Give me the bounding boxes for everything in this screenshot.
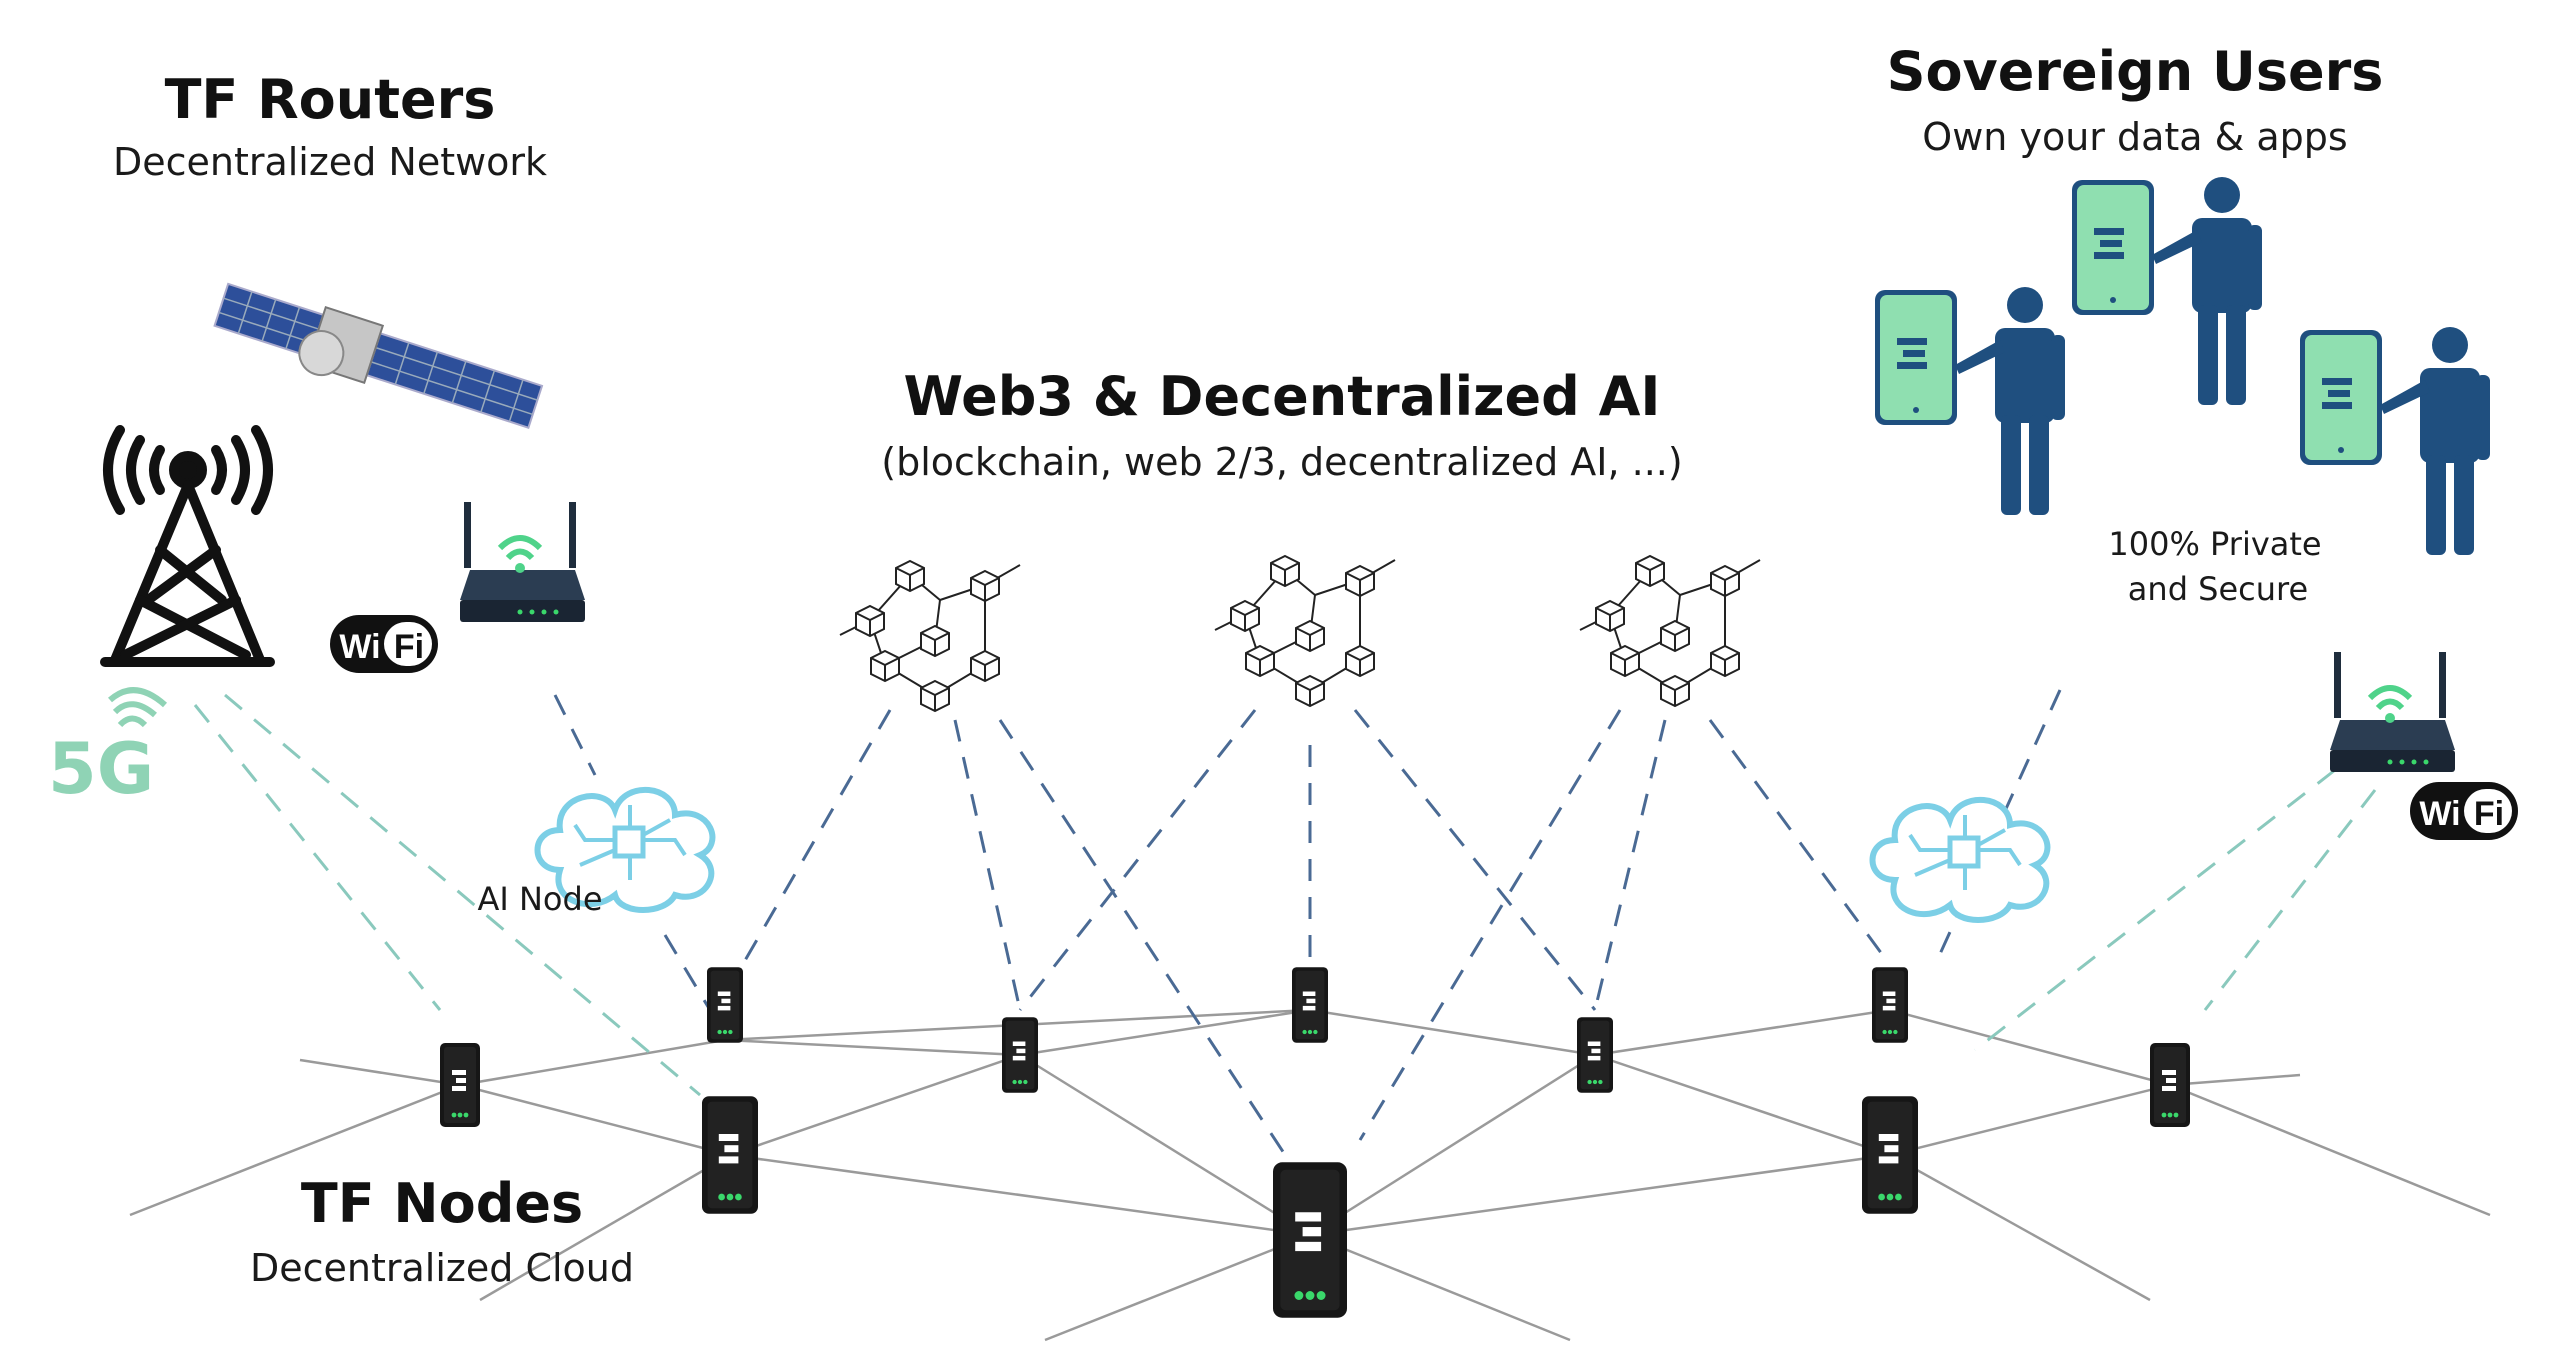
routers-subtitle: Decentralized Network: [112, 140, 548, 184]
wifi-badge-icon: Wi Fi: [330, 615, 438, 673]
user-with-phone-icon: [1875, 287, 2065, 515]
ai-brain-icon: [1873, 800, 2048, 920]
dashed-connections-blue: [553, 689, 2062, 1171]
web3-subtitle: (blockchain, web 2/3, decentralized AI, …: [881, 440, 1683, 484]
blockchain-icon: [840, 561, 1020, 711]
users-title: Sovereign Users: [1886, 40, 2384, 103]
tf-node: [1872, 967, 1908, 1043]
blockchain-icon: [1580, 556, 1760, 706]
satellite-icon: [213, 282, 544, 429]
tf-node: [1292, 967, 1328, 1043]
private-label-line1: 100% Private: [2108, 525, 2322, 563]
user-with-phone-icon: [2300, 327, 2490, 555]
private-label-line2: and Secure: [2127, 570, 2309, 608]
svg-text:Wi: Wi: [339, 628, 380, 666]
web3-title: Web3 & Decentralized AI: [903, 365, 1661, 428]
tf-node: [1862, 1096, 1918, 1214]
router-icon: [2330, 652, 2455, 772]
5g-signal-icon: [108, 687, 168, 728]
tf-node: [2150, 1043, 2190, 1127]
blockchain-icon: [1215, 556, 1395, 706]
svg-text:Fi: Fi: [394, 628, 424, 666]
5g-label: 5G: [48, 728, 155, 810]
nodes-title: TF Nodes: [300, 1172, 584, 1235]
dashed-connections-teal: [193, 693, 2377, 1097]
svg-text:Wi: Wi: [2419, 795, 2460, 833]
tf-node: [1273, 1162, 1347, 1318]
tf-node: [707, 967, 743, 1043]
ai-node-label: AI Node: [477, 880, 603, 918]
tf-node: [440, 1043, 480, 1127]
tf-node: [1577, 1017, 1613, 1093]
svg-text:Fi: Fi: [2474, 795, 2504, 833]
tf-node: [702, 1096, 758, 1214]
routers-title: TF Routers: [164, 68, 496, 131]
tf-node: [1002, 1017, 1038, 1093]
user-with-phone-icon: [2072, 177, 2262, 405]
nodes-subtitle: Decentralized Cloud: [250, 1246, 634, 1290]
cell-tower-icon: [100, 425, 275, 667]
router-icon: [460, 502, 585, 622]
users-subtitle: Own your data & apps: [1922, 115, 2348, 159]
wifi-badge-icon: Wi Fi: [2410, 782, 2518, 840]
